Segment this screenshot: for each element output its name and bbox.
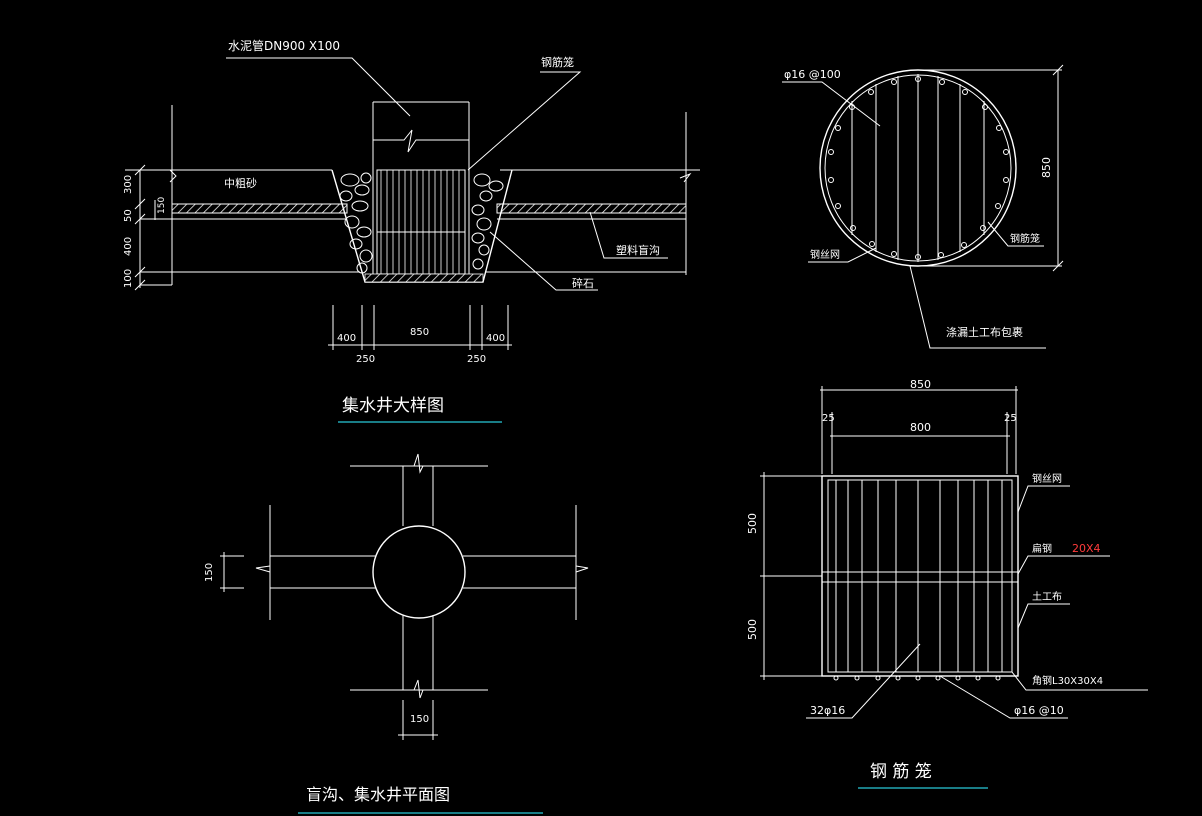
bars-leader (806, 643, 921, 719)
plan-bottom-dim: 150 (410, 714, 429, 725)
fabric-label-elev: 土工布 (1032, 590, 1062, 603)
dim-50: 50 (123, 209, 134, 222)
fabric-leader (909, 265, 1046, 349)
break-mark (169, 169, 177, 183)
flat-steel-size: 20X4 (1072, 542, 1101, 555)
blind-drain-label: 塑料盲沟 (616, 243, 660, 257)
left-dim-500-bottom: 500 (746, 619, 759, 640)
cage-leader-right (987, 221, 1044, 247)
flat-steel-band (821, 571, 1019, 583)
angle-steel-leader (1011, 671, 1148, 691)
blind-drain-band-right (496, 203, 687, 214)
break-top (403, 453, 433, 474)
flat-steel-label: 扁钢 (1032, 542, 1052, 555)
left-dimension-chain: 300 50 400 100 150 (123, 164, 167, 291)
sump-well-circle (372, 525, 466, 619)
mesh-leader (808, 247, 877, 263)
left-dim-500-top: 500 (746, 513, 759, 534)
blind-drain-band-left (171, 203, 348, 214)
detail-section: 水泥管DN900 X100 钢筋笼 中粗砂 塑料盲沟 碎石 300 50 400… (123, 38, 700, 423)
break-bottom (403, 679, 433, 699)
break-right (575, 565, 589, 578)
rebar-dots (828, 76, 1009, 260)
mesh-leader-elev (1017, 485, 1070, 513)
top-dim-25-right: 25 (1004, 413, 1017, 424)
top-dim-25-left: 25 (822, 413, 835, 424)
fabric-label: 涤漏土工布包裹 (946, 325, 1023, 339)
bottom-dimension-chain: 400 850 400 250 250 (328, 305, 512, 365)
gravel-fill-right (471, 173, 504, 270)
mesh-label: 钢丝网 (810, 248, 840, 261)
blind-drain-leader (589, 211, 668, 259)
bars-label: 32φ16 (810, 704, 845, 717)
blind-drain-cross (269, 465, 577, 691)
top-dim-850: 850 (910, 378, 931, 391)
angle-steel-label: 角钢L30X30X4 (1032, 674, 1103, 687)
dim-300: 300 (123, 175, 134, 194)
break-left (255, 565, 271, 578)
rebar-spacing-leader (939, 675, 1068, 719)
dim-400-right: 400 (486, 333, 505, 344)
break-mark (679, 172, 692, 183)
flat-steel-leader (1017, 555, 1110, 575)
fabric-leader-elev (1017, 603, 1070, 629)
plan-left-dim: 150 (204, 563, 215, 582)
gravel-label: 碎石 (572, 276, 594, 290)
plan-view: 150 150 盲沟、集水井平面图 (204, 453, 589, 814)
mesh-label-elev: 钢丝网 (1032, 472, 1062, 485)
cage-title: 钢 筋 笼 (870, 762, 932, 782)
rebar-spacing-label: φ16 @10 (1014, 704, 1064, 717)
gravel-leader (489, 231, 598, 291)
pipe-leader (226, 57, 411, 117)
gravel-base (364, 273, 484, 283)
detail-title: 集水井大样图 (342, 396, 444, 416)
cage-elevation: 850 800 25 25 500 500 钢丝网 (746, 378, 1148, 789)
cage-vertical-bars (851, 74, 985, 262)
cage-label: 钢筋笼 (541, 55, 574, 69)
dim-400: 400 (123, 237, 134, 256)
cage-label-right: 钢筋笼 (1010, 232, 1040, 245)
rebar-label: φ16 @100 (784, 68, 841, 81)
diameter-dim: 850 (1040, 157, 1053, 178)
dim-150: 150 (157, 197, 167, 214)
bottom-rebar-dots (833, 675, 1001, 681)
cage-outline (821, 475, 1019, 677)
dim-250-left: 250 (356, 354, 375, 365)
dim-100: 100 (123, 269, 134, 288)
dim-850: 850 (410, 327, 429, 338)
gravel-fill-left (339, 172, 373, 274)
cage-plan: 850 φ16 @100 钢丝网 钢筋笼 涤漏土工布包裹 (782, 64, 1064, 349)
rebar-cage-section (376, 169, 466, 275)
top-dim-800: 800 (910, 421, 931, 434)
pipe-label: 水泥管DN900 X100 (228, 38, 340, 53)
pipe-break-mark (373, 129, 469, 153)
cage-inner (827, 479, 1013, 673)
dim-400-left: 400 (337, 333, 356, 344)
cage-vertical-bars-elevation (835, 480, 1003, 672)
plan-title: 盲沟、集水井平面图 (306, 785, 450, 804)
sand-label: 中粗砂 (224, 177, 257, 190)
cage-leader (467, 71, 582, 171)
dim-250-right: 250 (467, 354, 486, 365)
rebar-leader (782, 81, 881, 127)
